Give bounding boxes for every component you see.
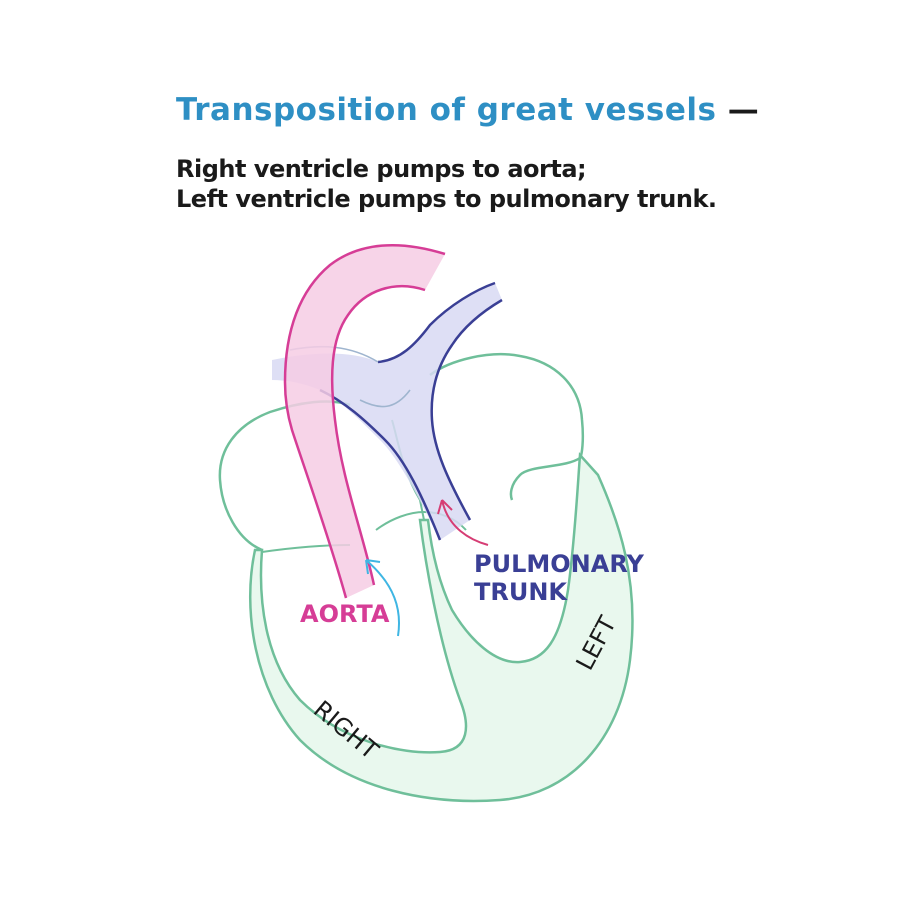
pulmonary-trunk-outline-left <box>319 388 442 541</box>
pulmonary-trunk-label-line-2: TRUNK <box>474 578 568 606</box>
subtitle-line-2: Left ventricle pumps to pulmonary trunk. <box>176 185 717 213</box>
pulmonary-trunk-vessel <box>272 283 502 540</box>
aorta-outline-outer <box>283 243 446 599</box>
aorta-outline-inner <box>330 285 426 586</box>
aorta-label: AORTA <box>300 600 390 628</box>
aorta-vessel <box>285 245 445 598</box>
title-text: Transposition of great vessels <box>176 92 717 128</box>
pulmonary-trunk-outline-right <box>430 298 503 521</box>
pulmonary-flow-arrow <box>437 499 489 546</box>
aorta-flow-arrow <box>365 559 400 637</box>
pulmonary-trunk-label-line-1: PULMONARY <box>474 550 644 578</box>
diagram-subtitle: Right ventricle pumps to aorta; Left ven… <box>176 154 717 214</box>
subtitle-line-1: Right ventricle pumps to aorta; <box>176 155 587 183</box>
pulmonary-trunk-outline-upper <box>377 281 496 364</box>
title-dash: — <box>727 92 760 128</box>
diagram-title: Transposition of great vessels — <box>176 92 759 128</box>
heart-outer-wall <box>249 452 634 803</box>
heart-left-atrium <box>429 352 585 501</box>
